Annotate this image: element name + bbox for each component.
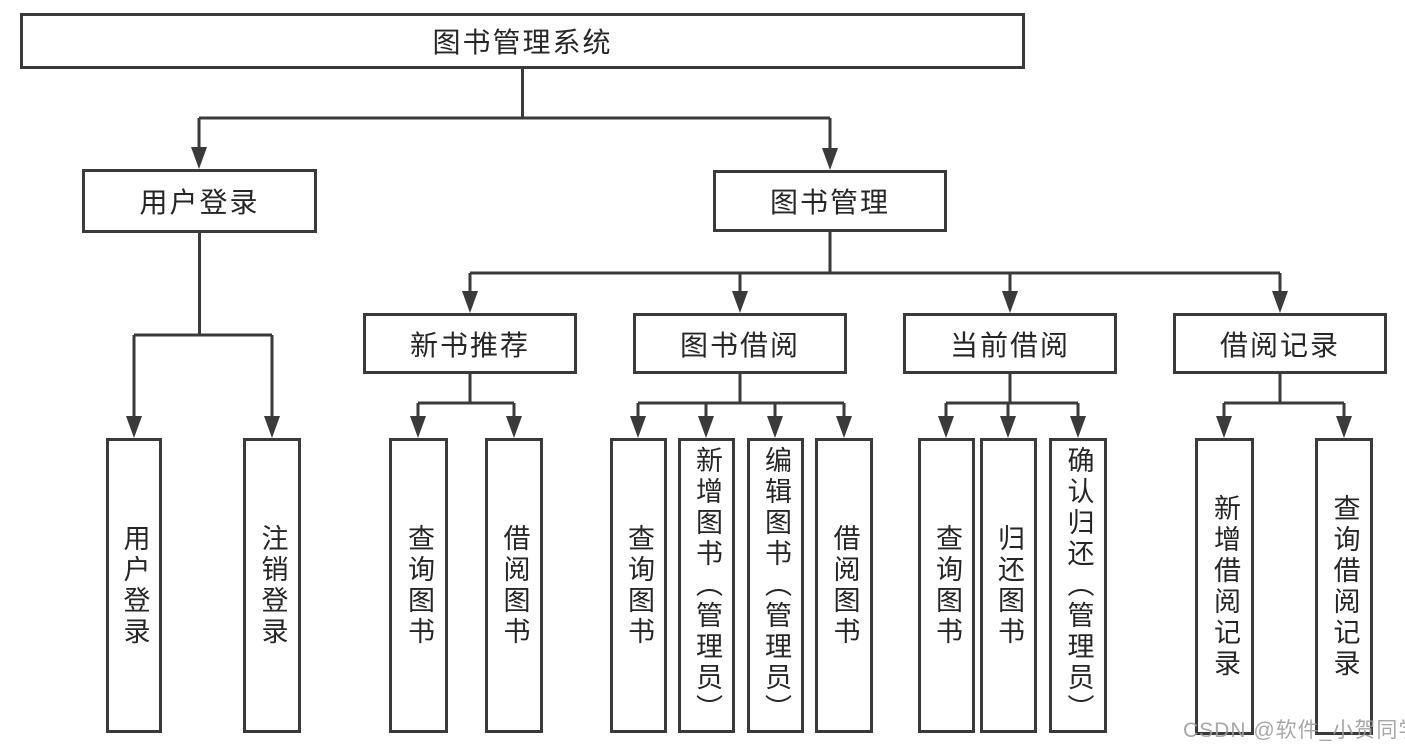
leaf-user-login: 用户登录: [106, 438, 162, 733]
node-book-management: 图书管理: [713, 170, 947, 232]
node-book-management-label: 图书管理: [769, 187, 890, 218]
node-user-login-label: 用户登录: [139, 187, 260, 218]
node-new-book-recommend: 新书推荐: [363, 313, 577, 374]
node-new-book-recommend-label: 新书推荐: [409, 329, 530, 361]
leaf-query-borrow-record-label: 查询借阅记录: [1329, 493, 1360, 680]
node-book-borrowing: 图书借阅: [633, 313, 847, 374]
leaf-return-books-label: 归还图书: [994, 523, 1024, 648]
leaf-edit-books-admin-label: 编辑图书（管理员）: [761, 446, 791, 725]
leaf-confirm-return-admin: 确认归还（管理员）: [1049, 438, 1107, 733]
leaf-current-query-books-label: 查询图书: [932, 523, 962, 648]
node-borrowing-records: 借阅记录: [1173, 313, 1387, 374]
leaf-logout-label: 注销登录: [257, 523, 288, 648]
node-borrowing-records-label: 借阅记录: [1219, 329, 1340, 361]
node-current-borrowing-label: 当前借阅: [949, 329, 1070, 361]
leaf-borrowing-borrow-books-label: 借阅图书: [829, 523, 860, 648]
leaf-borrowing-query-books-label: 查询图书: [624, 523, 654, 648]
node-root-label: 图书管理系统: [432, 27, 613, 58]
leaf-return-books: 归还图书: [980, 438, 1037, 733]
leaf-add-borrow-record: 新增借阅记录: [1195, 438, 1254, 735]
leaf-user-login-label: 用户登录: [119, 523, 150, 648]
leaf-recommend-borrow-books: 借阅图书: [485, 438, 543, 733]
node-root-system: 图书管理系统: [20, 13, 1025, 69]
node-user-login: 用户登录: [82, 169, 317, 233]
leaf-recommend-query-books-label: 查询图书: [404, 523, 434, 648]
leaf-borrowing-query-books: 查询图书: [610, 438, 667, 733]
leaf-add-books-admin-label: 新增图书（管理员）: [692, 446, 722, 725]
leaf-add-books-admin: 新增图书（管理员）: [678, 438, 735, 733]
leaf-query-borrow-record: 查询借阅记录: [1315, 438, 1373, 735]
leaf-confirm-return-admin-label: 确认归还（管理员）: [1063, 446, 1094, 725]
leaf-current-query-books: 查询图书: [918, 438, 975, 733]
leaf-logout: 注销登录: [243, 438, 301, 733]
csdn-watermark: CSDN @软件_小贺同学: [1183, 719, 1405, 742]
leaf-recommend-query-books: 查询图书: [389, 438, 448, 733]
leaf-edit-books-admin: 编辑图书（管理员）: [747, 438, 804, 733]
leaf-add-borrow-record-label: 新增借阅记录: [1210, 493, 1240, 680]
node-current-borrowing: 当前借阅: [903, 313, 1117, 374]
arrow-down-icons: [126, 147, 1352, 438]
node-book-borrowing-label: 图书借阅: [679, 329, 800, 361]
leaf-borrowing-borrow-books: 借阅图书: [815, 438, 873, 733]
leaf-recommend-borrow-books-label: 借阅图书: [499, 523, 530, 648]
